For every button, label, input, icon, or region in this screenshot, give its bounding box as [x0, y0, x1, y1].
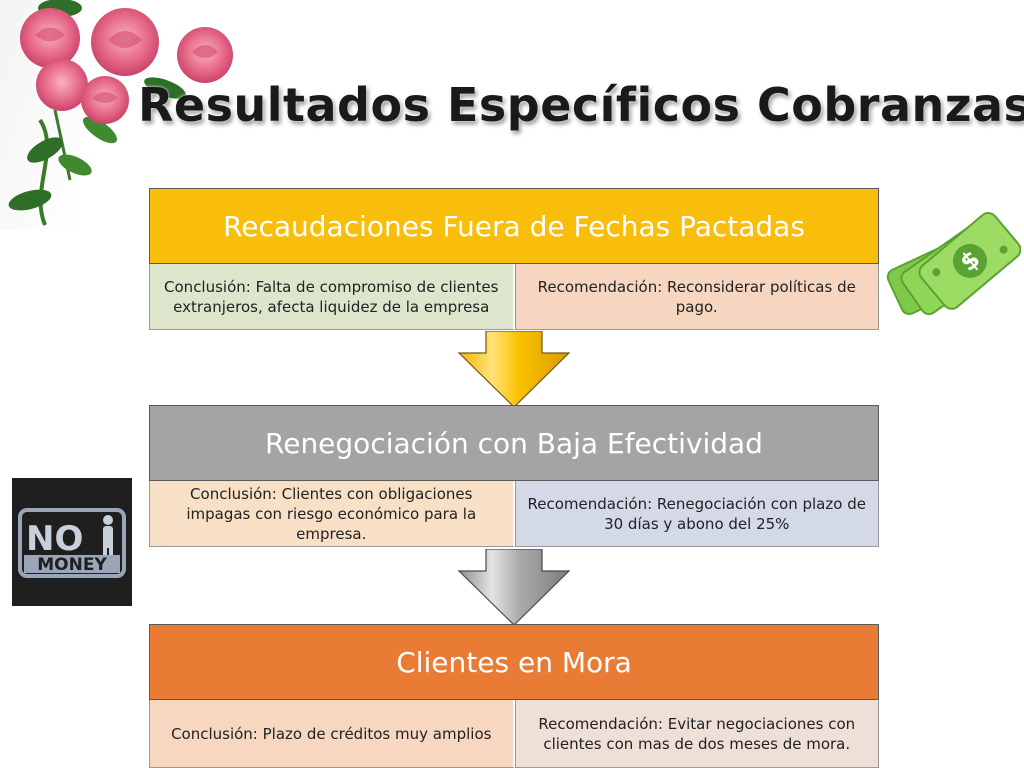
- block-2-recommendation: Recomendación: Renegociación con plazo d…: [514, 481, 879, 547]
- block-renegociacion: Renegociación con Baja Efectividad Concl…: [149, 405, 879, 547]
- block-3-conclusion: Conclusión: Plazo de créditos muy amplio…: [149, 700, 515, 768]
- block-1-recommendation: Recomendación: Reconsiderar políticas de…: [514, 264, 879, 330]
- block-1-header: Recaudaciones Fuera de Fechas Pactadas: [149, 188, 879, 264]
- block-2-header: Renegociación con Baja Efectividad: [149, 405, 879, 481]
- slide-title: Resultados Específicos Cobranzas: [138, 78, 1024, 132]
- block-3-recommendation: Recomendación: Evitar negociaciones con …: [514, 700, 879, 768]
- money-stack-icon: $: [886, 212, 1021, 316]
- down-arrow-1: [457, 331, 571, 408]
- no-money-line2: MONEY: [37, 555, 107, 575]
- block-recaudaciones: Recaudaciones Fuera de Fechas Pactadas C…: [149, 188, 879, 330]
- block-1-conclusion: Conclusión: Falta de compromiso de clien…: [149, 264, 515, 330]
- no-money-line1: NO: [26, 519, 83, 559]
- block-3-header: Clientes en Mora: [149, 624, 879, 700]
- roses-decoration: [0, 0, 233, 230]
- block-1-row: Conclusión: Falta de compromiso de clien…: [149, 264, 879, 330]
- no-money-sign-image: NO MONEY: [12, 478, 132, 606]
- down-arrow-2: [457, 549, 571, 626]
- block-2-conclusion: Conclusión: Clientes con obligaciones im…: [149, 481, 515, 547]
- block-clientes-mora: Clientes en Mora Conclusión: Plazo de cr…: [149, 624, 879, 768]
- block-2-row: Conclusión: Clientes con obligaciones im…: [149, 481, 879, 547]
- block-3-row: Conclusión: Plazo de créditos muy amplio…: [149, 700, 879, 768]
